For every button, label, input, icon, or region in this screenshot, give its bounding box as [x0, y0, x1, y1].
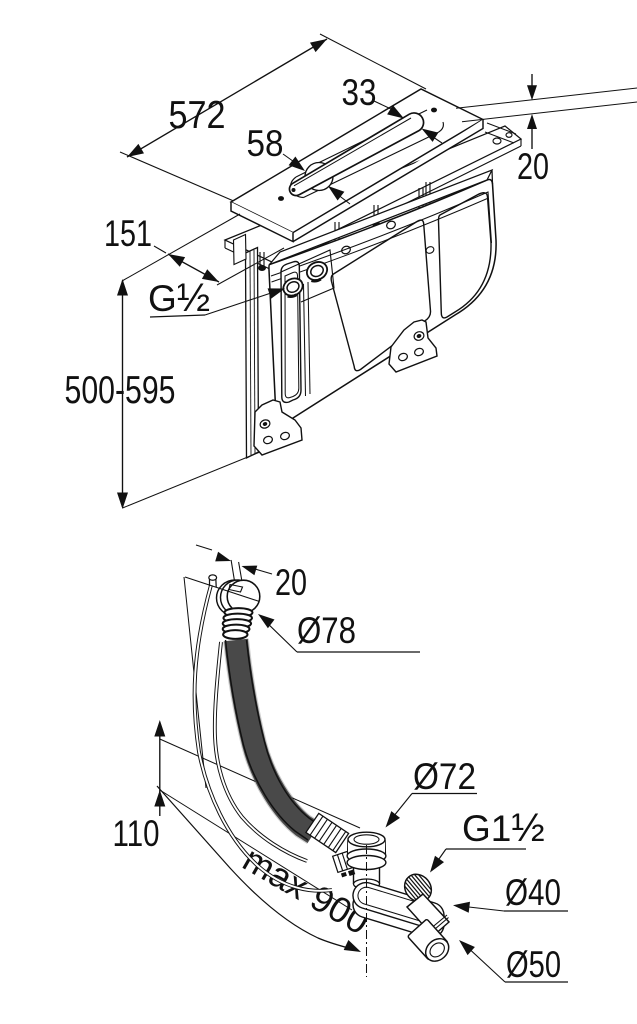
svg-text:G1½: G1½: [462, 806, 545, 850]
svg-text:Ø72: Ø72: [413, 756, 476, 797]
svg-text:33: 33: [342, 72, 377, 113]
svg-text:20: 20: [275, 562, 307, 603]
svg-text:110: 110: [113, 813, 160, 854]
svg-text:G½: G½: [148, 276, 210, 320]
svg-text:Ø78: Ø78: [297, 610, 356, 651]
svg-text:Ø50: Ø50: [506, 944, 561, 985]
svg-text:151: 151: [104, 213, 152, 254]
svg-text:500-595: 500-595: [65, 369, 176, 412]
svg-text:572: 572: [169, 94, 226, 137]
svg-text:58: 58: [247, 123, 284, 164]
svg-text:Ø40: Ø40: [505, 872, 561, 913]
svg-text:20: 20: [517, 146, 549, 187]
